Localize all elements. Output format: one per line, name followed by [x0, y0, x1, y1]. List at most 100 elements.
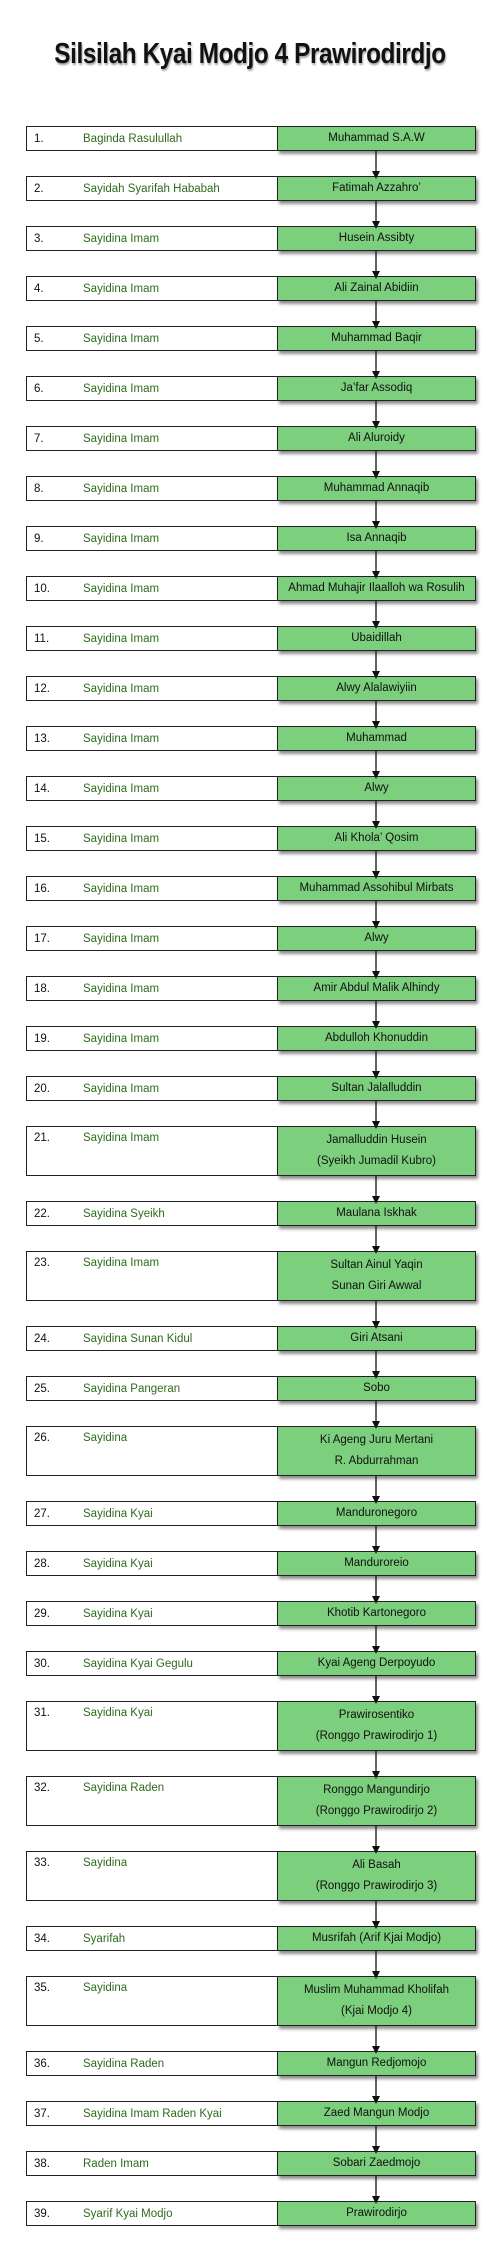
row-title: Sayidina Kyai — [74, 1701, 278, 1751]
ancestor-name: Zaed Mangun Modjo — [323, 2106, 430, 2119]
ancestor-name-box: Muslim Muhammad Kholifah(Kjai Modjo 4) — [277, 1976, 476, 2026]
row-title: Sayidina Imam — [74, 326, 278, 351]
row-number: 5. — [26, 326, 75, 351]
row-title: Sayidina Imam — [74, 1126, 278, 1176]
ancestor-name: Amir Abdul Malik Alhindy — [313, 981, 440, 994]
ancestor-name: Alwy Alalawiyiin — [336, 681, 417, 694]
row-title: Sayidina Imam — [74, 926, 278, 951]
ancestor-name: Abdulloh Khonuddin — [325, 1031, 428, 1044]
ancestor-name: Ali Aluroidy — [348, 431, 405, 444]
row-number: 32. — [26, 1776, 75, 1826]
ancestor-name-box: Alwy — [277, 926, 476, 951]
ancestor-name: Sobari Zaedmojo — [332, 2156, 421, 2169]
row-title: Sayidina Imam — [74, 826, 278, 851]
ancestor-name-box: Musrifah (Arif Kjai Modjo) — [277, 1926, 476, 1951]
row-title: Sayidina Imam — [74, 526, 278, 551]
row-number: 13. — [26, 726, 75, 751]
row-title: Syarif Kyai Modjo — [74, 2201, 278, 2226]
row-number: 29. — [26, 1601, 75, 1626]
ancestor-name-box: Isa Annaqib — [277, 526, 476, 551]
row-number: 25. — [26, 1376, 75, 1401]
ancestor-name-box: Jamalluddin Husein(Syeikh Jumadil Kubro) — [277, 1126, 476, 1176]
row-number: 3. — [26, 226, 75, 251]
ancestor-name: Mangun Redjomojo — [326, 2056, 427, 2069]
ancestor-name: Khotib Kartonegoro — [326, 1606, 427, 1619]
row-title: Sayidina — [74, 1426, 278, 1476]
ancestor-name: Prawirodirjo — [346, 2206, 407, 2219]
ancestor-name: Alwy — [364, 781, 389, 794]
ancestor-name-box: Ali Khola’ Qosim — [277, 826, 476, 851]
ancestor-name-box: Muhammad — [277, 726, 476, 751]
row-title: Sayidina — [74, 1851, 278, 1901]
ancestor-name-box: Amir Abdul Malik Alhindy — [277, 976, 476, 1001]
row-title: Sayidina Imam — [74, 1076, 278, 1101]
row-title: Sayidina Kyai — [74, 1601, 278, 1626]
ancestor-name-box: Muhammad S.A.W — [277, 126, 476, 151]
ancestor-name-box: Ali Aluroidy — [277, 426, 476, 451]
row-number: 2. — [26, 176, 75, 201]
row-number: 8. — [26, 476, 75, 501]
ancestor-name: (Ronggo Prawirodirjo 2) — [315, 1804, 438, 1817]
row-number: 9. — [26, 526, 75, 551]
lineage-row: 29.Sayidina Kyai Khotib Kartonegoro — [0, 1601, 500, 1626]
ancestor-name: Ki Ageng Juru Mertani — [319, 1433, 434, 1446]
row-number: 21. — [26, 1126, 75, 1176]
row-number: 39. — [26, 2201, 75, 2226]
ancestor-name: Musrifah (Arif Kjai Modjo) — [311, 1931, 442, 1944]
row-title: Sayidina Imam — [74, 276, 278, 301]
row-number: 19. — [26, 1026, 75, 1051]
row-title: Sayidina Imam — [74, 1251, 278, 1301]
row-title: Syarifah — [74, 1926, 278, 1951]
ancestor-name: Ali Khola’ Qosim — [334, 831, 419, 844]
lineage-row: 39.Syarif Kyai Modjo Prawirodirjo — [0, 2201, 500, 2226]
row-number: 22. — [26, 1201, 75, 1226]
ancestor-name: Prawirosentiko — [338, 1708, 415, 1721]
row-number: 1. — [26, 126, 75, 151]
ancestor-name-box: Husein Assibty — [277, 226, 476, 251]
row-number: 31. — [26, 1701, 75, 1751]
ancestor-name: Husein Assibty — [338, 231, 415, 244]
ancestor-name: R. Abdurrahman — [334, 1454, 419, 1467]
row-title: Sayidina Raden — [74, 1776, 278, 1826]
ancestor-name-box: Muhammad Assohibul Mirbats — [277, 876, 476, 901]
ancestor-name-box: Giri Atsani — [277, 1326, 476, 1351]
ancestor-name: (Kjai Modjo 4) — [341, 2004, 412, 2017]
ancestor-name-box: Ahmad Muhajir Ilaalloh wa Rosulih — [277, 576, 476, 601]
row-number: 37. — [26, 2101, 75, 2126]
row-number: 30. — [26, 1651, 75, 1676]
ancestor-name: Muhammad S.A.W — [328, 131, 425, 144]
ancestor-name: Muhammad — [346, 731, 407, 744]
ancestor-name: Sultan Ainul Yaqin — [330, 1258, 423, 1271]
row-number: 14. — [26, 776, 75, 801]
row-number: 7. — [26, 426, 75, 451]
ancestor-name-box: Khotib Kartonegoro — [277, 1601, 476, 1626]
row-title: Sayidina Imam — [74, 626, 278, 651]
ancestor-name-box: Abdulloh Khonuddin — [277, 1026, 476, 1051]
ancestor-name-box: Ja’far Assodiq — [277, 376, 476, 401]
row-title: Sayidina Kyai Gegulu — [74, 1651, 278, 1676]
row-title: Sayidina Imam — [74, 876, 278, 901]
ancestor-name-box: Prawirosentiko(Ronggo Prawirodirjo 1) — [277, 1701, 476, 1751]
row-title: Sayidina Sunan Kidul — [74, 1326, 278, 1351]
row-title: Sayidina Imam — [74, 676, 278, 701]
ancestor-name: Manduronegoro — [335, 1506, 418, 1519]
row-number: 18. — [26, 976, 75, 1001]
ancestor-name-box: Maulana Iskhak — [277, 1201, 476, 1226]
